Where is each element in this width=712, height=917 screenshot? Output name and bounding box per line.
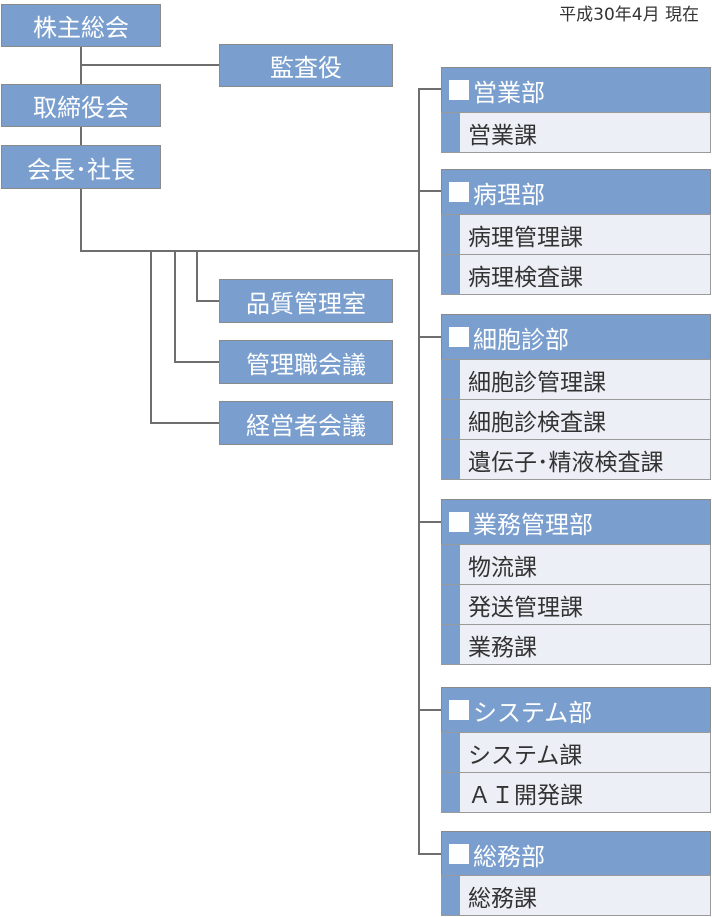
connector-dept-5 — [418, 709, 442, 711]
connector-staff-1 — [196, 300, 220, 302]
section-row: 遺伝子･精液検査課 — [441, 439, 711, 480]
dept-name: 業務管理部 — [473, 510, 593, 539]
connector-staff-3-vertical — [150, 251, 152, 424]
dept-name: 営業部 — [473, 78, 545, 107]
connector-president-down — [80, 189, 82, 251]
dept-header: 業務管理部 — [441, 499, 711, 545]
dept-name: 総務部 — [473, 842, 545, 871]
section-row: ＡＩ開発課 — [441, 772, 711, 813]
quality-control-office-box: 品質管理室 — [219, 279, 393, 323]
managers-meeting-box: 管理職会議 — [219, 340, 393, 384]
section-row: 細胞診管理課 — [441, 359, 711, 400]
chairman-president-box: 会長･社長 — [1, 145, 161, 189]
connector-dept-6 — [418, 853, 442, 855]
connector-dept-2 — [418, 190, 442, 192]
connector-auditor — [80, 64, 220, 66]
connector-shareholders-board — [80, 46, 82, 86]
dept-header: 総務部 — [441, 831, 711, 877]
section-label: 病理管理課 — [468, 224, 583, 251]
connector-board-president — [80, 127, 82, 146]
square-marker-icon — [449, 327, 469, 347]
section-row: 細胞診検査課 — [441, 399, 711, 440]
connector-dept-4 — [418, 521, 442, 523]
dept-header: システム部 — [441, 687, 711, 733]
section-label: 細胞診検査課 — [468, 409, 606, 436]
section-label: システム課 — [468, 742, 583, 769]
square-marker-icon — [449, 182, 469, 202]
dept-header: 細胞診部 — [441, 314, 711, 360]
section-label: 発送管理課 — [468, 594, 583, 621]
connector-main-trunk — [418, 89, 420, 855]
connector-main-horizontal — [80, 250, 420, 252]
connector-staff-1-vertical — [196, 251, 198, 302]
shareholders-meeting-box: 株主総会 — [1, 4, 161, 47]
square-marker-icon — [449, 512, 469, 532]
section-label: 営業課 — [468, 122, 537, 149]
executive-meeting-box: 経営者会議 — [219, 401, 393, 445]
section-label: 遺伝子･精液検査課 — [468, 449, 664, 476]
board-of-directors-box: 取締役会 — [1, 84, 161, 127]
section-label: ＡＩ開発課 — [468, 782, 583, 809]
connector-staff-2-vertical — [174, 251, 176, 363]
section-row: システム課 — [441, 732, 711, 773]
section-label: 物流課 — [468, 554, 537, 581]
section-label: 業務課 — [468, 634, 537, 661]
dept-name: システム部 — [473, 698, 593, 727]
date-label: 平成30年4月 現在 — [559, 5, 699, 25]
dept-header: 病理部 — [441, 169, 711, 215]
section-row: 物流課 — [441, 544, 711, 585]
dept-name: 病理部 — [473, 180, 545, 209]
connector-staff-3 — [150, 422, 220, 424]
square-marker-icon — [449, 700, 469, 720]
square-marker-icon — [449, 844, 469, 864]
section-row: 総務課 — [441, 875, 711, 916]
section-label: 病理検査課 — [468, 264, 583, 291]
section-row: 発送管理課 — [441, 584, 711, 625]
dept-header: 営業部 — [441, 67, 711, 113]
auditor-box: 監査役 — [219, 44, 393, 87]
section-row: 業務課 — [441, 624, 711, 665]
dept-name: 細胞診部 — [473, 325, 569, 354]
section-row: 営業課 — [441, 112, 711, 153]
section-label: 総務課 — [468, 885, 537, 912]
square-marker-icon — [449, 80, 469, 100]
section-row: 病理管理課 — [441, 214, 711, 255]
connector-staff-2 — [174, 361, 220, 363]
connector-dept-1 — [418, 88, 442, 90]
connector-dept-3 — [418, 336, 442, 338]
section-label: 細胞診管理課 — [468, 369, 606, 396]
section-row: 病理検査課 — [441, 254, 711, 295]
